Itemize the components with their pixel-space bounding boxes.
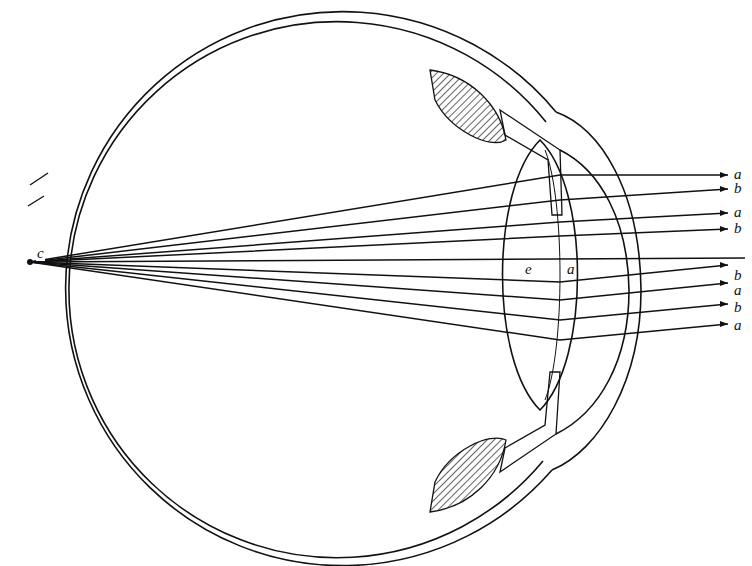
ray-label: b: [733, 300, 743, 315]
retina-mark: [28, 173, 48, 206]
ray-label: a: [733, 283, 743, 298]
lens-label: e: [524, 262, 533, 277]
ray-label: a: [733, 167, 743, 182]
ray-label: b: [733, 268, 743, 283]
lens: [503, 140, 578, 410]
ray-arrowhead: [720, 172, 728, 327]
eyeball-outline: [66, 12, 641, 566]
ray-label: a: [733, 205, 743, 220]
ray-label: a: [733, 318, 743, 333]
point-label: c: [36, 246, 45, 261]
ray-label: b: [733, 181, 743, 196]
focal-point: [27, 259, 33, 265]
ciliary-body: [430, 70, 562, 512]
lens-label: a: [566, 262, 576, 277]
ray-label: b: [733, 221, 743, 236]
light-ray: [30, 175, 745, 340]
